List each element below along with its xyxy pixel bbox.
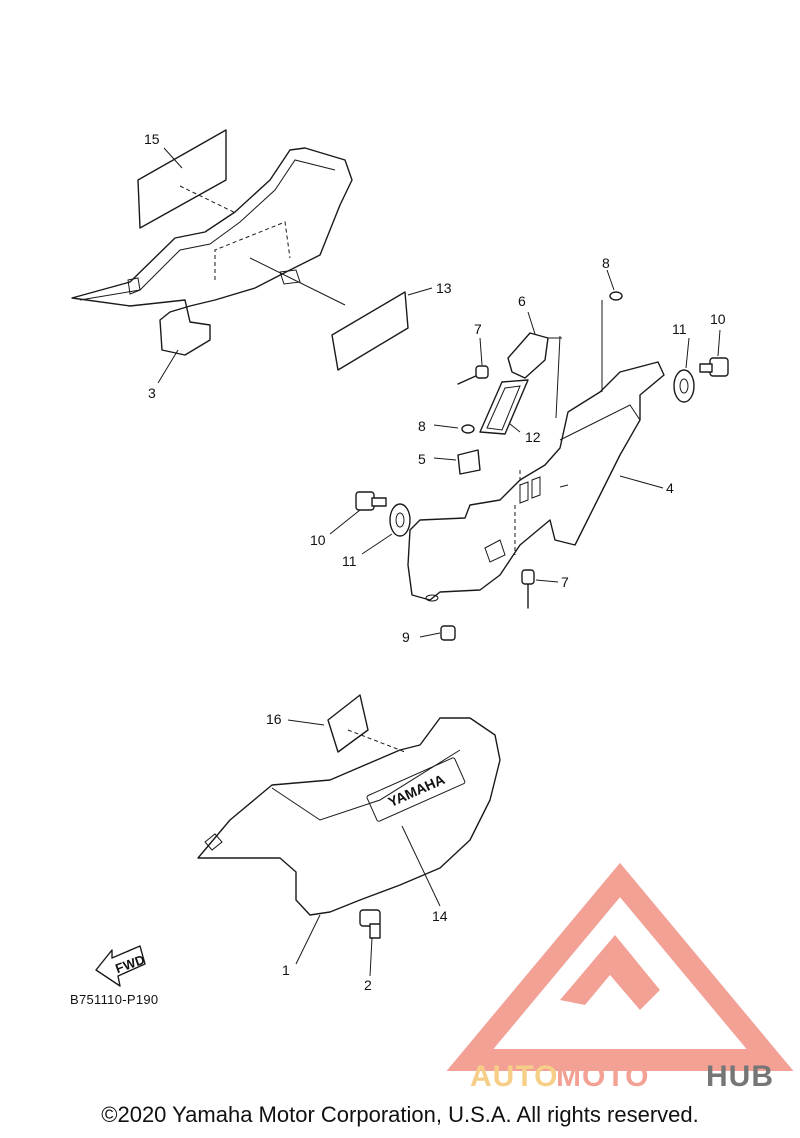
part-6 — [507, 332, 549, 379]
callout-1: 1 — [282, 962, 290, 978]
callout-4: 4 — [666, 480, 674, 496]
grommet-11-right — [673, 369, 695, 403]
callout-11-left: 11 — [342, 553, 357, 569]
callout-15: 15 — [144, 131, 160, 147]
leader-lines — [157, 147, 721, 977]
sticker-15 — [137, 129, 227, 229]
side-cover-lower: YAMAHA — [197, 717, 501, 916]
callout-8-top: 8 — [602, 255, 610, 271]
callout-14: 14 — [432, 908, 448, 924]
bolt-10-right — [699, 357, 729, 377]
callout-9: 9 — [402, 629, 410, 645]
rivet-7-bottom — [521, 569, 535, 609]
callout-2: 2 — [364, 977, 372, 993]
sticker-13 — [331, 291, 409, 371]
washer-8-mid — [461, 424, 475, 434]
screw-2 — [359, 909, 381, 939]
callout-3: 3 — [148, 385, 156, 401]
callout-10-right: 10 — [710, 311, 726, 327]
washer-8-top — [609, 291, 623, 301]
callout-13: 13 — [436, 280, 452, 296]
rivet-7-top — [457, 365, 489, 385]
sticker-16 — [327, 694, 369, 753]
part-5 — [457, 449, 481, 475]
callout-6: 6 — [518, 293, 526, 309]
part-code: B751110-P190 — [70, 992, 158, 1007]
callout-11-right: 11 — [672, 321, 687, 337]
callout-10-left: 10 — [310, 532, 326, 548]
callout-7-bottom: 7 — [561, 574, 569, 590]
callout-5: 5 — [418, 451, 426, 467]
callout-7-top: 7 — [474, 321, 482, 337]
bolt-10-left — [355, 491, 387, 511]
part-12-strap — [479, 379, 529, 435]
side-cover-upper — [71, 147, 353, 356]
logo-text-auto: AUTO — [470, 1060, 558, 1093]
logo-text-hub: HUB — [706, 1060, 774, 1093]
autmotohub-logo: AUTO MOTO HUB — [446, 862, 794, 1093]
part-9 — [440, 625, 456, 641]
callout-8-mid: 8 — [418, 418, 426, 434]
callout-numbers: 15 3 13 8 6 7 11 10 12 8 5 4 10 11 7 9 1… — [144, 131, 726, 993]
bracket-4 — [407, 361, 665, 602]
logo-text-moto: MOTO — [556, 1060, 649, 1093]
callout-12: 12 — [525, 429, 541, 445]
callout-16: 16 — [266, 711, 282, 727]
fwd-arrow-icon: FWD — [95, 945, 147, 987]
grommet-11-left — [389, 503, 411, 537]
copyright-notice: ©2020 Yamaha Motor Corporation, U.S.A. A… — [101, 1102, 699, 1127]
